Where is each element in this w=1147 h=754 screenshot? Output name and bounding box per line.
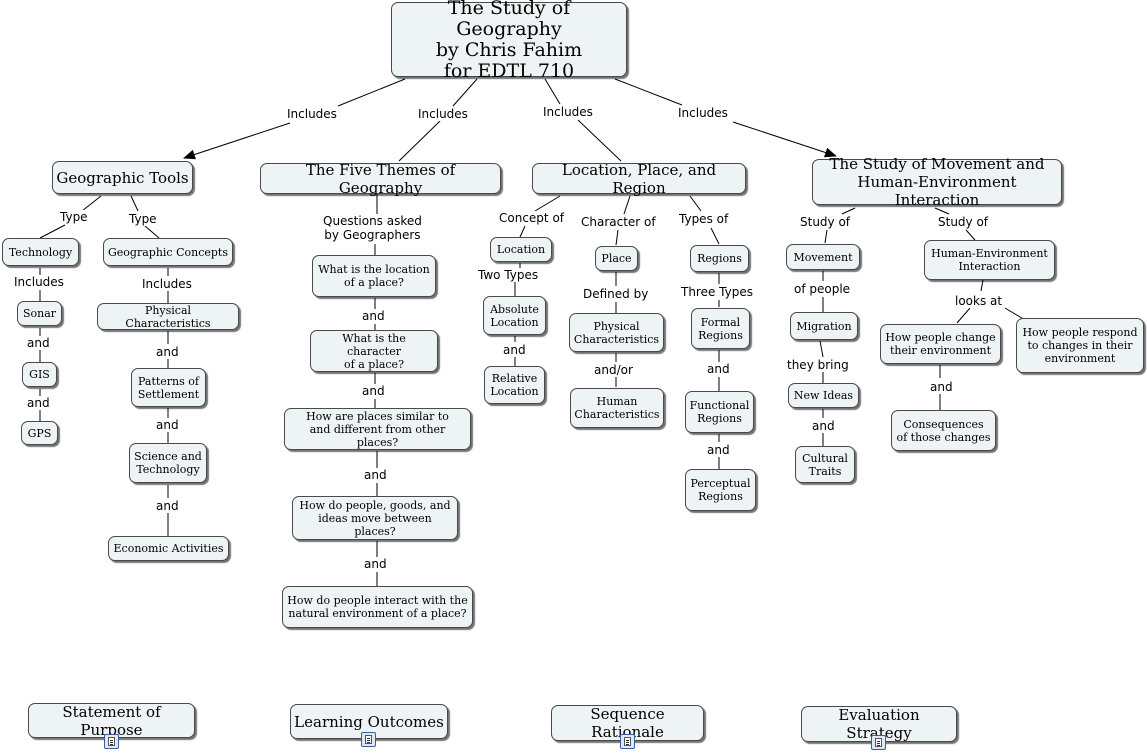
link-and-or: and/or	[592, 363, 635, 377]
link-study-of: Study of	[936, 215, 991, 229]
node-statement-of-purpose[interactable]: Statement of Purpose	[28, 703, 195, 739]
link-and: and	[928, 380, 955, 394]
document-icon[interactable]	[620, 734, 635, 749]
link-includes: Includes	[12, 275, 66, 289]
link-type: Type	[127, 212, 159, 226]
link-and: and	[25, 336, 52, 350]
node-gps[interactable]: GPS	[21, 421, 58, 445]
node-sonar[interactable]: Sonar	[17, 301, 62, 326]
node-perceptual-regions[interactable]: Perceptual Regions	[685, 469, 756, 511]
node-question-interaction[interactable]: How do people interact with the natural …	[282, 586, 473, 628]
title-line-1: The Study of Geography	[447, 0, 571, 40]
node-cultural-traits[interactable]: Cultural Traits	[795, 446, 855, 483]
link-looks-at: looks at	[953, 294, 1005, 308]
link-and: and	[705, 443, 732, 457]
link-defined-by: Defined by	[581, 287, 651, 301]
link-and: and	[362, 557, 389, 571]
link-they-bring: they bring	[785, 358, 851, 372]
node-functional-regions[interactable]: Functional Regions	[685, 391, 754, 433]
link-and: and	[360, 384, 387, 398]
link-and: and	[360, 309, 387, 323]
node-learning-outcomes[interactable]: Learning Outcomes	[290, 704, 448, 739]
link-study-of: Study of	[798, 215, 853, 229]
node-economic-activities[interactable]: Economic Activities	[108, 536, 229, 561]
node-five-themes[interactable]: The Five Themes of Geography	[260, 161, 501, 197]
link-includes: Includes	[416, 107, 470, 121]
link-and: and	[25, 396, 52, 410]
link-of-people: of people	[792, 282, 853, 296]
link-types-of: Types of	[677, 212, 731, 226]
link-two-types: Two Types	[476, 268, 541, 282]
node-movement-interaction[interactable]: The Study of Movement and Human-Environm…	[812, 155, 1062, 209]
node-gis[interactable]: GIS	[22, 362, 57, 387]
node-absolute-location[interactable]: Absolute Location	[483, 296, 546, 335]
node-science-and-technology[interactable]: Science and Technology	[129, 443, 207, 483]
node-technology[interactable]: Technology	[2, 238, 79, 266]
node-location[interactable]: Location	[490, 237, 552, 262]
node-question-location[interactable]: What is the location of a place?	[312, 255, 436, 297]
node-new-ideas[interactable]: New Ideas	[788, 383, 859, 408]
title-line-2: by Chris Fahim	[435, 38, 583, 61]
node-how-people-change[interactable]: How people change their environment	[880, 324, 1001, 364]
link-character-of: Character of	[579, 215, 658, 229]
node-formal-regions[interactable]: Formal Regions	[691, 308, 750, 349]
link-includes: Includes	[140, 277, 194, 291]
link-includes: Includes	[285, 107, 339, 121]
document-icon[interactable]	[104, 734, 119, 749]
node-physical-characteristics-place[interactable]: Physical Characteristics	[569, 313, 664, 352]
node-patterns-of-settlement[interactable]: Patterns of Settlement	[131, 368, 206, 407]
link-and: and	[501, 343, 528, 357]
node-sequence-rationale[interactable]: Sequence Rationale	[551, 705, 704, 741]
document-icon[interactable]	[361, 732, 376, 747]
node-question-movement[interactable]: How do people, goods, and ideas move bet…	[292, 496, 458, 540]
node-place[interactable]: Place	[595, 246, 638, 271]
node-how-people-respond[interactable]: How people respond to changes in their e…	[1016, 318, 1144, 373]
node-question-similar[interactable]: How are places similar to and different …	[284, 408, 471, 450]
link-type: Type	[58, 210, 90, 224]
link-and: and	[362, 468, 389, 482]
node-consequences[interactable]: Consequences of those changes	[891, 410, 996, 451]
link-concept-of: Concept of	[497, 211, 567, 225]
node-geographic-tools[interactable]: Geographic Tools	[52, 161, 193, 194]
link-and: and	[705, 362, 732, 376]
node-human-environment-interaction[interactable]: Human-Environment Interaction	[924, 240, 1055, 280]
link-and: and	[154, 418, 181, 432]
node-human-characteristics[interactable]: Human Characteristics	[570, 388, 664, 428]
node-regions[interactable]: Regions	[690, 245, 749, 272]
link-includes: Includes	[676, 106, 730, 120]
node-migration[interactable]: Migration	[790, 312, 858, 340]
node-question-character[interactable]: What is the character of a place?	[310, 330, 438, 372]
title-line-3: for EDTL 710	[443, 59, 575, 82]
node-movement[interactable]: Movement	[786, 244, 860, 270]
node-physical-characteristics[interactable]: Physical Characteristics	[97, 303, 239, 330]
link-and: and	[154, 499, 181, 513]
link-and: and	[154, 345, 181, 359]
link-three-types: Three Types	[679, 285, 755, 299]
map-title[interactable]: The Study of Geography by Chris Fahim fo…	[391, 0, 627, 81]
link-questions-asked: Questions asked by Geographers	[321, 214, 424, 242]
node-relative-location[interactable]: Relative Location	[484, 366, 545, 404]
node-geographic-concepts[interactable]: Geographic Concepts	[103, 238, 233, 266]
link-and: and	[810, 419, 837, 433]
node-location-place-region[interactable]: Location, Place, and Region	[532, 161, 746, 197]
document-icon[interactable]	[871, 735, 886, 750]
link-includes: Includes	[541, 105, 595, 119]
